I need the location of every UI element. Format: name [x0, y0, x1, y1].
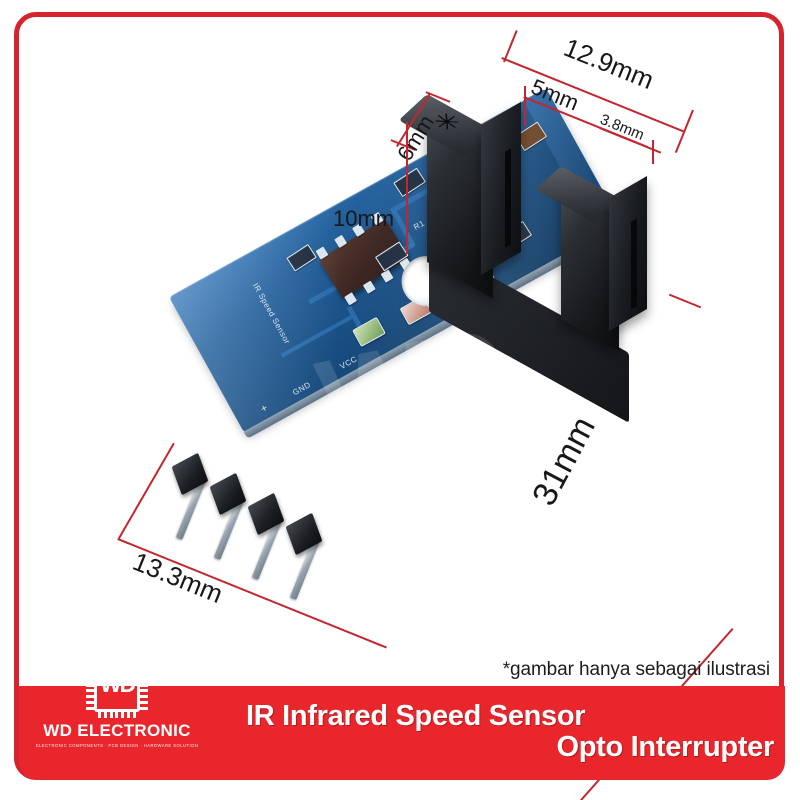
opto-tower-right-face: [609, 176, 647, 331]
brand-logo: WD WD ELECTRONIC ELECTRONIC COMPONENTS ·…: [36, 658, 198, 778]
opto-tower-left-face: [481, 101, 521, 275]
chip-wd-mark: WD: [99, 671, 136, 697]
dim-label-10: 10mm: [333, 206, 395, 231]
product-title: IR Infrared Speed Sensor Opto Interrupte…: [246, 686, 774, 778]
brand-tagline: ELECTRONIC COMPONENTS · PCB DESIGN · HAR…: [35, 743, 199, 748]
header-block: [285, 512, 323, 556]
chip-body: [94, 666, 140, 712]
header-block: [171, 452, 209, 496]
opto-slit-left: [505, 148, 511, 248]
chip-legs-bottom: [98, 711, 136, 718]
opto-interrupter: ✳: [398, 92, 699, 423]
ic-chip-icon: WD: [86, 660, 148, 718]
product-title-line1: IR Infrared Speed Sensor: [246, 699, 586, 732]
chip-legs-right: [140, 672, 148, 710]
header-block: [247, 492, 285, 536]
pin-header: [149, 452, 449, 637]
dim-line-10: [406, 122, 408, 254]
chip-legs-left: [86, 672, 94, 710]
product-title-line2: Opto Interrupter: [556, 731, 774, 763]
brand-name: WD ELECTRONIC: [43, 721, 191, 740]
chip-legs-top: [98, 660, 136, 667]
dim-tick-5-b: [652, 140, 654, 164]
illustration-disclaimer: *gambar hanya sebagai ilustrasi: [502, 659, 770, 680]
opto-slit-right: [631, 218, 637, 310]
dim-tick-5-a: [524, 86, 526, 126]
header-block: [209, 472, 247, 516]
